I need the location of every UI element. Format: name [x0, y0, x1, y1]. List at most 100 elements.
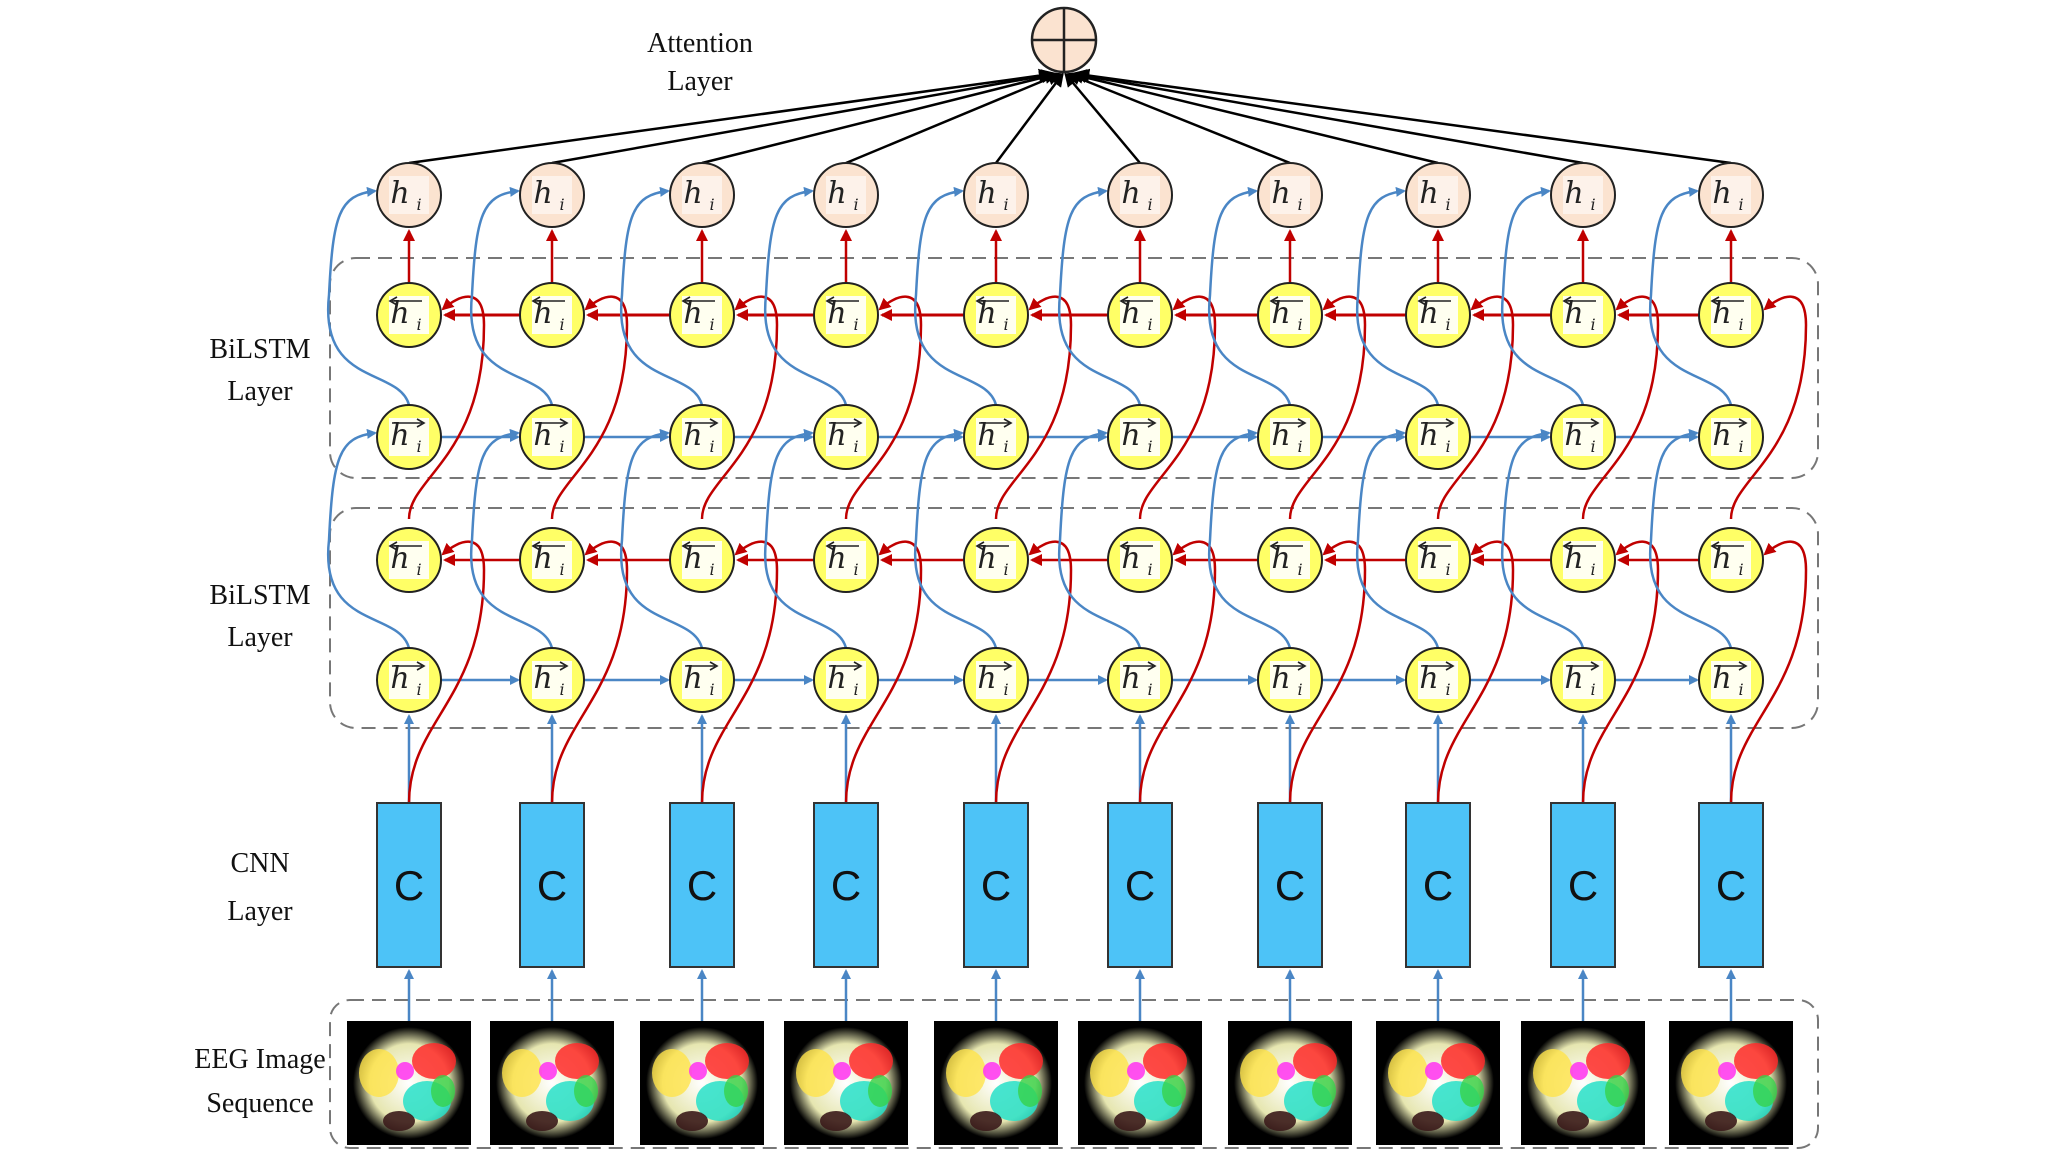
hidden-state-subscript: i [1738, 195, 1743, 214]
hidden-state-subscript: i [559, 680, 564, 699]
cnn-block: C [1698, 802, 1764, 968]
attention-node: ⊕ [1030, 6, 1098, 74]
hidden-state-subscript: i [853, 437, 858, 456]
hidden-state-symbol: h [827, 176, 846, 211]
hidden-state-subscript: i [416, 560, 421, 579]
hidden-state-subscript: i [709, 195, 714, 214]
skip-arrow [1355, 428, 1440, 649]
skip-arrow [326, 186, 411, 406]
hidden-state-symbol: h [1564, 661, 1583, 696]
hidden-state-symbol: h [683, 418, 702, 453]
skip-arrow [913, 428, 998, 649]
hidden-state-subscript: i [1003, 315, 1008, 334]
skip-arrow [469, 428, 554, 649]
attention-arrow [1072, 69, 1584, 165]
hidden-state-subscript: i [853, 680, 858, 699]
hidden-state-subscript: i [1003, 680, 1008, 699]
hidden-state-symbol: h [977, 418, 996, 453]
eeg-image [1376, 1021, 1500, 1145]
attention-arrow [994, 72, 1064, 164]
cnn-block-label: C [394, 862, 424, 909]
cnn-block: C [963, 802, 1029, 968]
cnn-block-label: C [687, 862, 717, 909]
cnn-block-label: C [1568, 862, 1598, 909]
hidden-state-symbol: h [1271, 418, 1290, 453]
hidden-state-subscript: i [709, 437, 714, 456]
bilstm-top-label: BiLSTM [209, 334, 310, 365]
hidden-state-subscript: i [1590, 315, 1595, 334]
input-to-backward-arrow [550, 540, 629, 804]
input-to-backward-arrow [1729, 295, 1808, 520]
hidden-state-symbol: h [1121, 661, 1140, 696]
skip-arrow [1057, 186, 1142, 406]
skip-arrow [763, 186, 848, 406]
cnn-block-label: C [981, 862, 1011, 909]
hidden-state-subscript: i [709, 680, 714, 699]
hidden-state-subscript: i [853, 195, 858, 214]
hidden-state-subscript: i [1445, 315, 1450, 334]
cnn-block-label: C [831, 862, 861, 909]
hidden-state-subscript: i [1297, 560, 1302, 579]
hidden-state-symbol: h [1712, 176, 1731, 211]
attention-layer-label-line2: Layer [667, 66, 733, 97]
hidden-state-symbol: h [1419, 661, 1438, 696]
hidden-state-subscript: i [1147, 315, 1152, 334]
cnn-block-label: C [1423, 862, 1453, 909]
hidden-state-subscript: i [1738, 315, 1743, 334]
hidden-state-subscript: i [1147, 195, 1152, 214]
input-to-backward-arrow [700, 295, 779, 520]
hidden-state-symbol: h [1712, 418, 1731, 453]
skip-arrow [1648, 186, 1733, 406]
hidden-state-symbol: h [533, 661, 552, 696]
hidden-state-symbol: h [1121, 176, 1140, 211]
input-to-backward-arrow [844, 295, 923, 520]
cnn-block: C [813, 802, 879, 968]
attention-arrow [551, 69, 1056, 165]
hidden-state-subscript: i [559, 195, 564, 214]
skip-arrow [913, 186, 998, 406]
input-to-backward-arrow [1288, 295, 1367, 520]
cnn-block: C [1550, 802, 1616, 968]
input-to-backward-arrow [700, 540, 779, 804]
eeg-sequence-box [329, 999, 1819, 1149]
hidden-state-subscript: i [1590, 560, 1595, 579]
skip-arrow [619, 186, 704, 406]
attention-arrow [1069, 70, 1439, 165]
hidden-state-symbol: h [683, 661, 702, 696]
cnn-block-label: C [1275, 862, 1305, 909]
skip-arrow [469, 186, 554, 406]
hidden-state-symbol: h [827, 418, 846, 453]
eeg-sequence-label: EEG Image [194, 1044, 325, 1075]
hidden-state-subscript: i [1445, 680, 1450, 699]
hidden-state-symbol: h [1564, 418, 1583, 453]
cnn-block: C [1405, 802, 1471, 968]
input-to-backward-arrow [994, 540, 1073, 804]
hidden-state-subscript: i [1297, 195, 1302, 214]
attention-arrow [1066, 71, 1291, 165]
